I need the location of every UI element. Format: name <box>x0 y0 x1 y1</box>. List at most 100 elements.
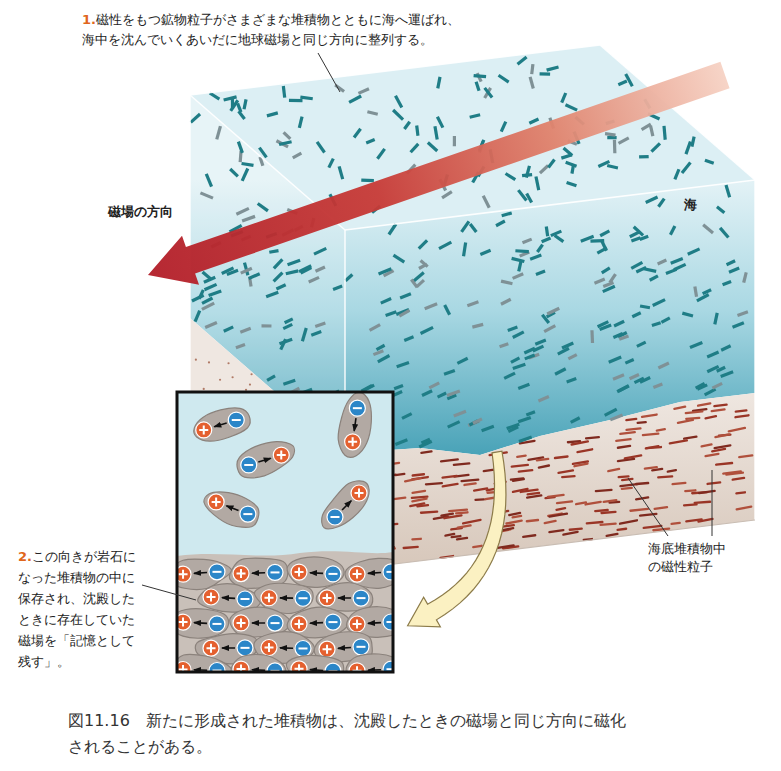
mineral-grain <box>286 655 343 672</box>
dipole-arrow <box>258 458 270 462</box>
grain-body <box>231 654 286 672</box>
inset-view <box>177 392 393 672</box>
magnetic-grain-sediment <box>695 502 710 503</box>
magnetic-grain-sediment <box>672 522 680 525</box>
minus-pole <box>353 590 369 606</box>
sediment-label-text: 海底堆積物中の磁性粒子 <box>648 541 726 574</box>
plus-pole <box>233 661 249 672</box>
dipole-arrow <box>354 418 356 431</box>
magnetic-grain-water <box>274 273 283 282</box>
magnetic-grain-water <box>502 213 512 216</box>
magnetic-grain-water <box>640 236 648 239</box>
magnetic-grain-water <box>572 164 574 174</box>
dipole-arrow <box>194 622 207 624</box>
magnetic-grain-water <box>637 342 646 346</box>
magnetic-grain-sediment <box>645 467 657 468</box>
magnetic-grain-water <box>682 313 693 316</box>
grain-body <box>177 654 233 672</box>
magnetic-grain-water <box>299 117 302 128</box>
dipole-arrow <box>194 572 207 574</box>
plus-symbol <box>179 618 188 627</box>
magnetic-grain-sediment <box>421 451 431 453</box>
magnetic-grain-sediment <box>404 547 418 548</box>
magnetic-grain-water <box>358 89 369 94</box>
magnetic-grain-water <box>524 348 535 353</box>
magnetic-grain-water <box>395 96 401 108</box>
magnetic-grain-water <box>329 159 333 168</box>
minus-pole <box>349 400 365 416</box>
magnetic-grain-sediment <box>476 498 484 501</box>
magnetic-grain-sediment <box>456 512 467 513</box>
magnetic-grain-sediment <box>572 441 588 444</box>
magnetic-grain-water <box>513 364 526 368</box>
minus-pole <box>228 412 244 428</box>
magnetic-grain-water <box>258 203 268 210</box>
minus-pole <box>325 614 341 630</box>
magnetic-grain-sediment <box>577 449 592 452</box>
minus-pole <box>327 509 343 525</box>
mineral-grain <box>231 654 286 672</box>
minus-symbol <box>298 597 307 599</box>
magnetic-grain-water <box>501 122 506 132</box>
magnetic-grain-water <box>696 383 705 388</box>
magnetic-grain-water <box>378 355 390 361</box>
magnetic-grain-water <box>511 358 520 363</box>
magnetic-grain-water <box>664 126 665 140</box>
magnetic-grain-sediment <box>537 459 548 461</box>
magnetic-grain-water <box>462 221 469 232</box>
plus-symbol <box>277 451 286 460</box>
magnetic-grain-sediment <box>643 434 658 435</box>
magnetic-grain-sediment <box>511 478 523 479</box>
magnetic-grain-water <box>705 160 714 163</box>
magnetic-grain-water <box>508 327 518 330</box>
magnetic-grain-water <box>666 269 677 273</box>
minus-pole <box>295 640 311 656</box>
magnetic-grain-sediment <box>464 483 475 485</box>
magnetic-grain-water <box>333 286 342 289</box>
magnetic-grain-water <box>393 110 403 120</box>
magnetic-grain-water <box>373 351 383 355</box>
sediment-dot <box>250 373 252 375</box>
magnetic-grain-water <box>345 274 352 280</box>
magnetic-grain-water <box>519 437 532 442</box>
dipole-arrow <box>310 622 323 624</box>
magnetic-grain-sediment <box>509 513 520 515</box>
magnetic-grain-water <box>602 268 610 273</box>
plus-pole <box>291 661 307 672</box>
magnetic-grain-water <box>720 228 728 238</box>
magnetic-grain-water <box>314 248 326 254</box>
plus-pole <box>177 614 191 630</box>
magnetic-grain-water <box>315 267 324 271</box>
magnetic-grain-water <box>267 113 278 116</box>
magnetic-grain-sediment <box>620 484 637 486</box>
magnetic-grain-water <box>444 371 455 375</box>
magnetic-grain-water <box>191 114 200 122</box>
magnetic-grain-water <box>703 290 711 294</box>
magnetic-grain-sediment <box>715 434 729 437</box>
magnetic-grain-water <box>210 93 220 99</box>
magnetic-grain-water <box>230 169 238 176</box>
magnetic-grain-water <box>568 355 576 359</box>
magnetic-grain-water <box>242 164 254 166</box>
plus-symbol <box>295 619 304 628</box>
magnetic-grain-water <box>590 330 594 343</box>
magnetic-grain-water <box>501 299 511 304</box>
dipole-arrow <box>338 597 351 599</box>
magnetic-grain-water <box>224 327 233 331</box>
mineral-grain <box>177 609 229 639</box>
dipole-arrow <box>214 423 226 427</box>
magnetic-grain-sediment <box>602 512 616 513</box>
minus-pole <box>209 616 225 632</box>
magnetic-grain-water <box>240 328 250 332</box>
dipole-arrow <box>338 647 351 649</box>
plus-pole <box>349 566 365 582</box>
magnetic-grain-water <box>422 391 432 396</box>
minus-symbol <box>240 647 249 649</box>
magnetic-grain-sediment <box>618 529 627 530</box>
magnetic-grain-water <box>399 310 409 316</box>
magnetic-grain-water <box>393 255 404 262</box>
magnetic-grain-water <box>630 374 639 378</box>
magnetic-grain-water <box>609 357 621 362</box>
magnetic-grain-water <box>200 193 213 198</box>
magnetic-grain-sediment <box>626 419 636 420</box>
